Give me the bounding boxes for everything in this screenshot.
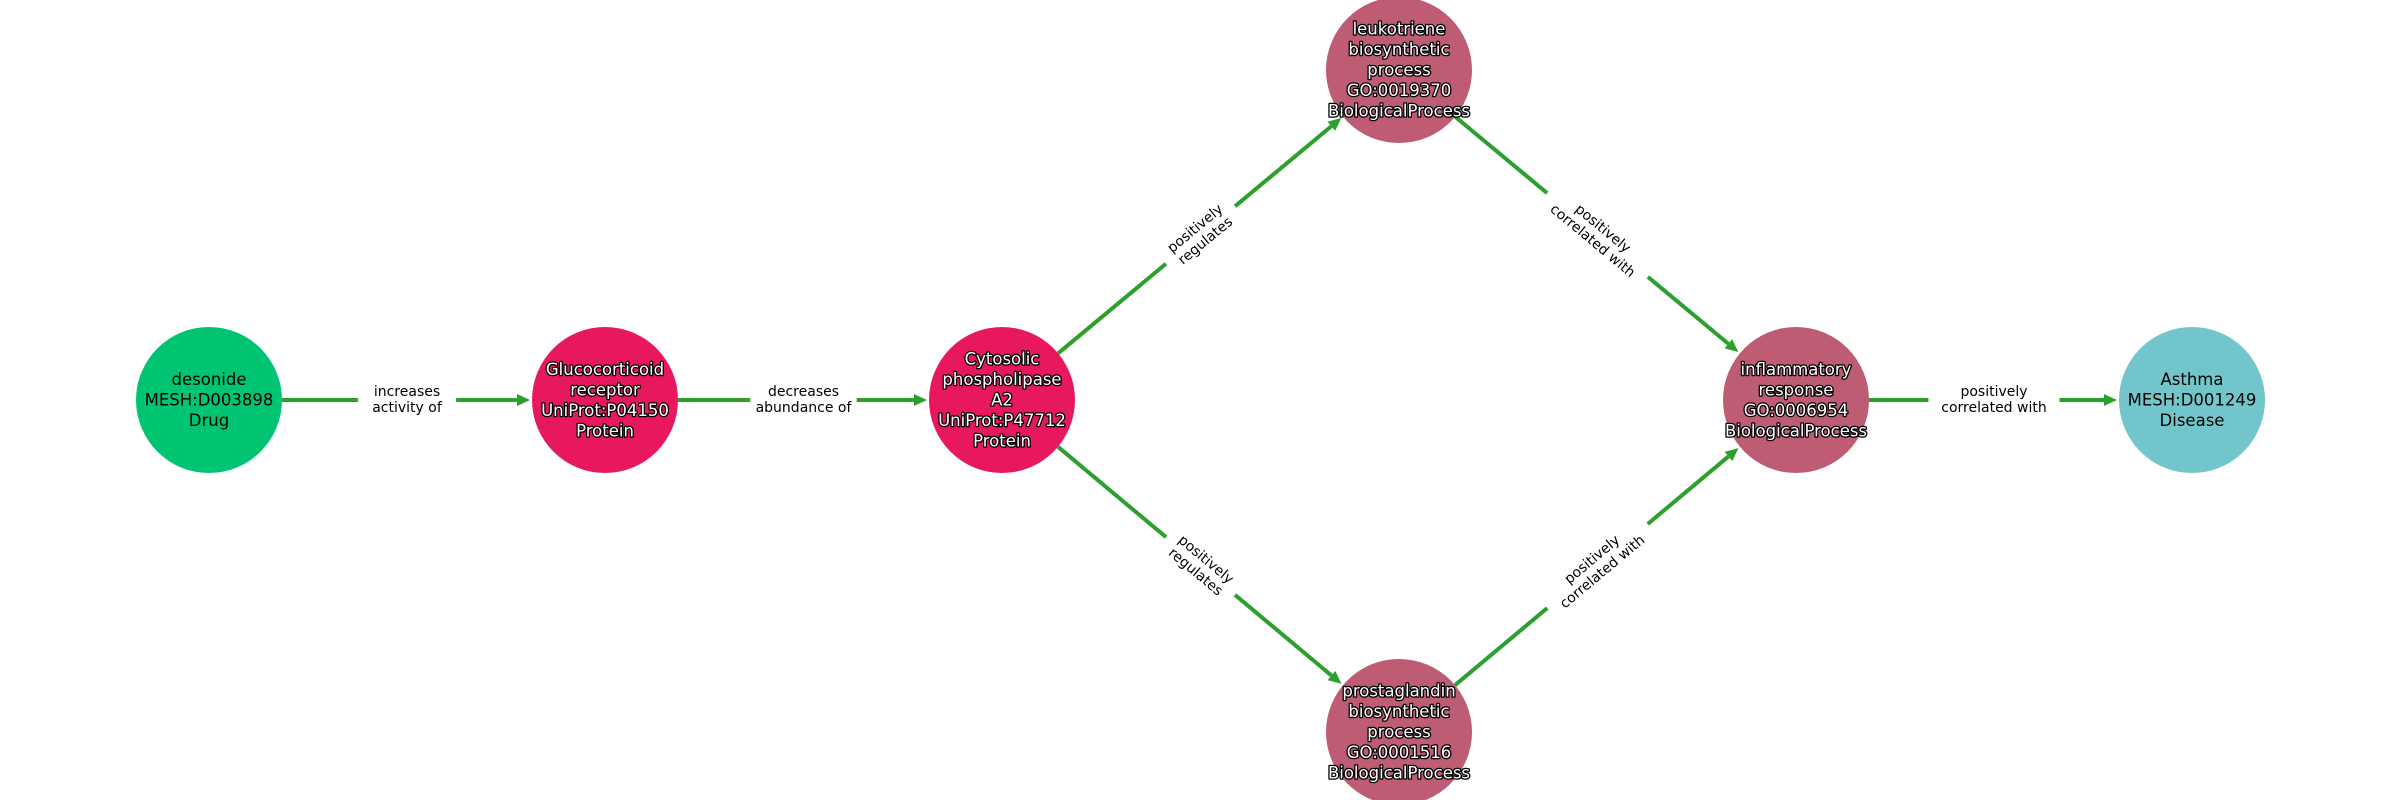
- node-label-line: biosynthetic: [1348, 702, 1449, 721]
- node-label-line: GO:0006954: [1744, 401, 1849, 420]
- node-label-line: BiologicalProcess: [1328, 102, 1470, 121]
- node-label-line: MESH:D003898: [145, 391, 274, 410]
- node-label-line: desonide: [172, 370, 247, 389]
- arrowhead-icon: [1327, 117, 1342, 131]
- edge-label-background: [1535, 179, 1660, 291]
- node-label-line: Protein: [576, 421, 634, 440]
- node-circle[interactable]: [2119, 327, 2265, 473]
- edge-label-background: [750, 382, 857, 418]
- node-label-line: A2: [991, 391, 1013, 410]
- node-label-line: receptor: [570, 380, 640, 399]
- node-label-line: Cytosolic: [965, 350, 1040, 369]
- node-label-line: process: [1367, 61, 1430, 80]
- nodes-layer: desonideMESH:D003898DrugGlucocorticoidre…: [136, 0, 2265, 800]
- node-label-line: GO:0001516: [1347, 743, 1452, 762]
- node-label-line: Protein: [973, 432, 1031, 451]
- node-label-line: UniProt:P47712: [938, 411, 1066, 430]
- node-label-line: Asthma: [2161, 370, 2224, 389]
- edge-label-background: [1928, 382, 2060, 418]
- node-label-line: leukotriene: [1353, 20, 1446, 39]
- node-circle[interactable]: [929, 327, 1075, 473]
- node-label-line: Drug: [189, 411, 229, 430]
- node-label-line: prostaglandin: [1342, 682, 1455, 701]
- edge-label-background: [357, 382, 457, 418]
- edge-label-line: correlated with: [1941, 400, 2046, 416]
- edge-label-line: abundance of: [756, 400, 853, 416]
- node-label-line: phospholipase: [942, 370, 1061, 389]
- node-inflam[interactable]: inflammatoryresponseGO:0006954Biological…: [1723, 327, 1869, 473]
- node-label-line: GO:0019370: [1347, 81, 1452, 100]
- node-circle[interactable]: [532, 327, 678, 473]
- node-label-line: process: [1367, 723, 1430, 742]
- edge-label-background: [1535, 510, 1660, 622]
- node-label-line: UniProt:P04150: [541, 401, 669, 420]
- arrowhead-icon: [2104, 394, 2117, 406]
- node-label-line: response: [1759, 380, 1834, 399]
- node-label-line: Glucocorticoid: [546, 360, 664, 379]
- edge-label-line: positively: [1960, 384, 2027, 400]
- node-label-line: BiologicalProcess: [1328, 764, 1470, 783]
- edge-label-line: activity of: [372, 400, 443, 416]
- arrowhead-icon: [914, 394, 927, 406]
- arrowhead-icon: [1327, 670, 1342, 684]
- node-label-line: BiologicalProcess: [1725, 421, 1867, 440]
- edge-label-line: decreases: [768, 384, 839, 400]
- node-label-line: biosynthetic: [1348, 40, 1449, 59]
- node-gr[interactable]: GlucocorticoidreceptorUniProt:P04150Prot…: [532, 327, 678, 473]
- arrowhead-icon: [517, 394, 530, 406]
- arrowhead-icon: [1724, 448, 1739, 462]
- node-label-line: MESH:D001249: [2128, 391, 2257, 410]
- node-label-line: inflammatory: [1741, 360, 1852, 379]
- edge-label-background: [1154, 192, 1247, 278]
- arrowhead-icon: [1724, 339, 1739, 353]
- node-circle[interactable]: [1326, 0, 1472, 143]
- node-circle[interactable]: [1326, 659, 1472, 800]
- node-cpla2[interactable]: CytosolicphospholipaseA2UniProt:P47712Pr…: [929, 327, 1075, 473]
- node-label-line: Disease: [2160, 411, 2225, 430]
- edge-label-line: increases: [374, 384, 440, 400]
- node-circle[interactable]: [136, 327, 282, 473]
- node-circle[interactable]: [1723, 327, 1869, 473]
- edge-label-background: [1154, 523, 1247, 609]
